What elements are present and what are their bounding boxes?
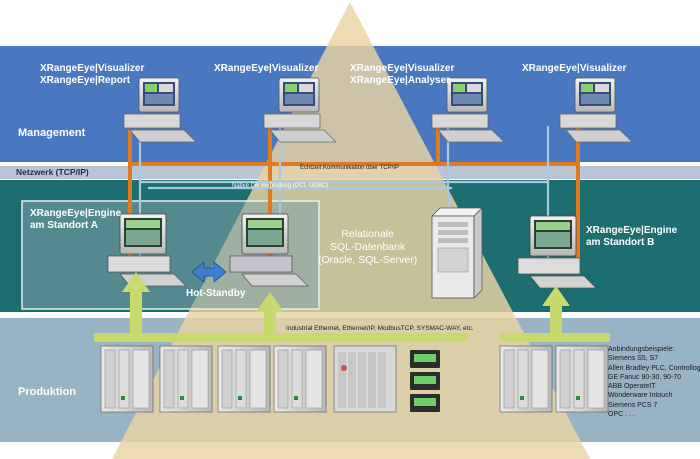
plc-example: Allen Bradley PLC, Controllogix [608,364,700,372]
engine-computer-a2 [229,213,309,287]
production-label: Produktion [18,386,77,398]
fieldbus-bar [94,333,468,342]
hot-standby-label: Hot-Standby [186,288,246,299]
station-2-label: XRangeEye|Visualizer [214,63,319,74]
workstation-1 [123,77,197,143]
workstation-4 [559,77,633,143]
upward-arrows [122,272,570,334]
network-label: Netzwerk (TCP/IP) [16,167,89,177]
fieldbus-label: Industrial Ethernet, Ethernet/IP, Modbus… [286,325,474,332]
database-server [431,207,483,299]
station-4-label: XRangeEye|Visualizer [522,63,627,74]
plc-example: Wonderware Intouch [608,392,673,400]
management-label: Management [18,127,86,139]
db-link-label: Native DB Verbindung (OCI, ODBC) [232,183,329,189]
plc-modules [100,345,609,413]
engine-computer-b [517,215,597,289]
hot-standby-arrow [191,261,227,283]
realtime-link-label: Echtzeit Kommunikation über TCP/IP [300,165,399,171]
plc-example: ABB OperateIT [608,383,656,391]
plc-example: Anbindungsbeispiele: [608,346,675,353]
workstation-3 [431,77,505,143]
plc-example: Siemens PCS 7 [608,401,658,409]
plc-examples-list: Anbindungsbeispiele: Siemens S5, S7 Alle… [608,345,700,419]
fieldbus-bar-b [500,333,610,342]
workstation-2 [263,77,337,143]
pyramid-backdrop [112,2,590,459]
plc-example: Siemens S5, S7 [608,355,659,363]
plc-example: GE Fanuc 90-30, 90-70 [608,373,682,381]
plc-example: OPC . . . [608,411,635,419]
